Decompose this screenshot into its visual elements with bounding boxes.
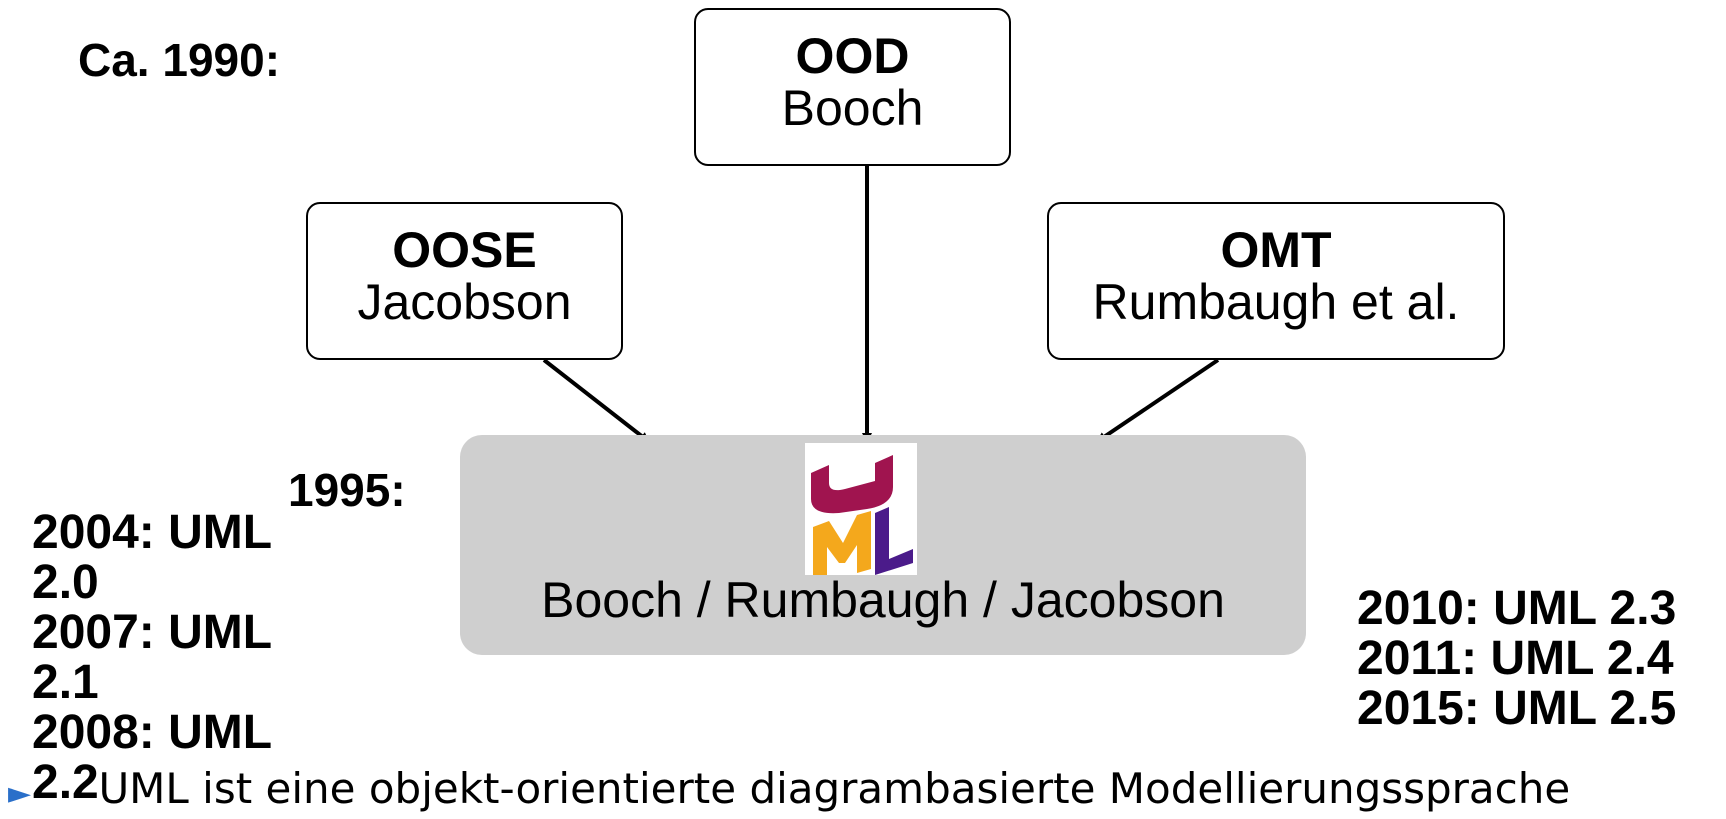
version-left-item: 2008: UML	[32, 706, 273, 759]
era-label: Ca. 1990:	[78, 34, 281, 86]
version-right-item: 2010: UML 2.3	[1357, 582, 1677, 635]
merge-year-label: 1995:	[288, 464, 406, 516]
version-right-item: 2011: UML 2.4	[1357, 632, 1674, 685]
method-box-ood: OOD Booch	[694, 8, 1011, 166]
method-box-omt: OMT Rumbaugh et al.	[1047, 202, 1505, 360]
method-author-ood: Booch	[781, 80, 924, 136]
version-left-item: 2.2	[32, 756, 99, 809]
version-left-item: 2.0	[32, 556, 99, 609]
arrow-omt	[1096, 358, 1220, 443]
version-left-item: 2.1	[32, 656, 99, 709]
version-left-item: 2004: UML	[32, 506, 273, 559]
method-title-oose: OOSE	[392, 222, 537, 278]
merge-names: Booch / Rumbaugh / Jacobson	[541, 572, 1225, 628]
triangle-bullet-icon: ►	[8, 776, 32, 811]
method-author-omt: Rumbaugh et al.	[1092, 274, 1460, 330]
method-title-ood: OOD	[795, 28, 910, 84]
versions-left: 2004: UML 2.0 2007: UML 2.1 2008: UML 2.…	[32, 508, 272, 808]
version-right-item: 2015: UML 2.5	[1357, 682, 1677, 735]
bullet-text: UML ist eine objekt-orientierte diagramb…	[98, 764, 1571, 813]
method-box-oose: OOSE Jacobson	[306, 202, 623, 360]
arrow-oose	[542, 358, 650, 443]
bullet-line: ► UML ist eine objekt-orientierte diagra…	[8, 764, 1570, 819]
method-title-omt: OMT	[1220, 222, 1332, 278]
version-left-item: 2007: UML	[32, 606, 273, 659]
versions-right: 2010: UML 2.3 2011: UML 2.4 2015: UML 2.…	[1357, 584, 1676, 734]
method-author-oose: Jacobson	[357, 274, 572, 330]
uml-logo-icon	[805, 443, 917, 575]
